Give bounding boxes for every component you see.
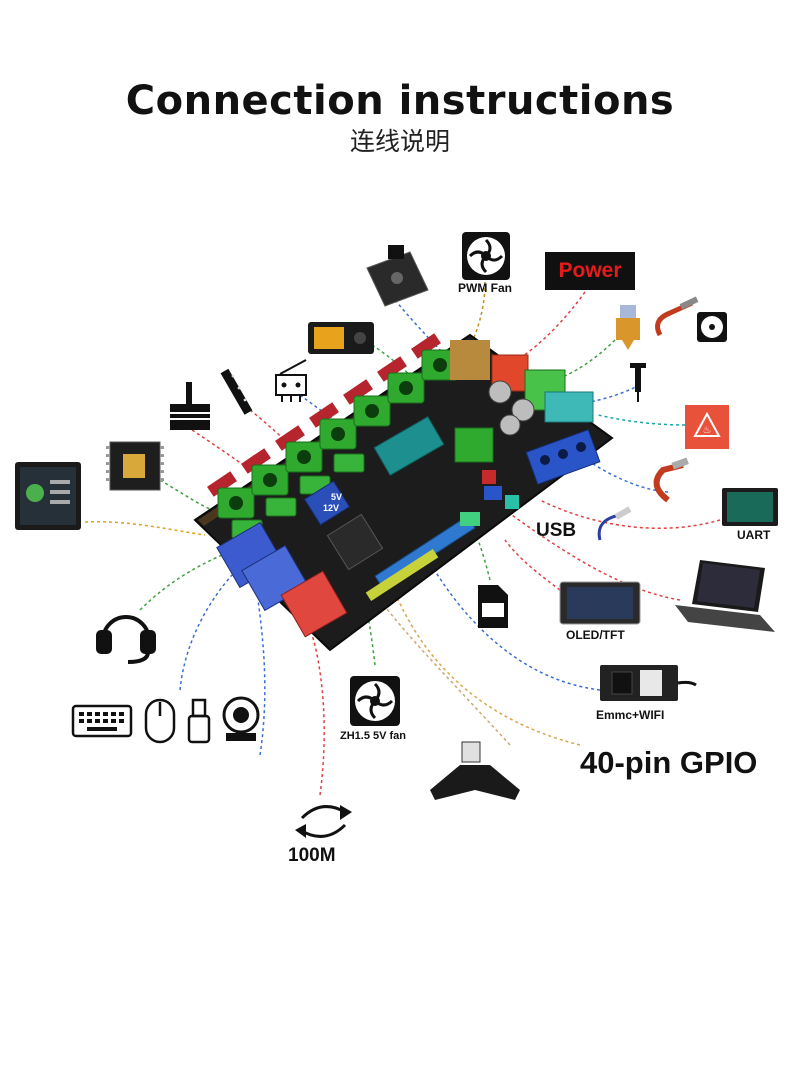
hotend-icon [616, 305, 640, 350]
label-power: Power [545, 252, 635, 290]
keyboard-icon [71, 704, 133, 738]
wire-hotend [559, 339, 616, 379]
wire-driver [159, 479, 213, 511]
sd-card-icon [478, 585, 508, 628]
wire-pwm-fan [464, 281, 486, 361]
zh-fan-icon [350, 676, 400, 726]
stepper-driver-icon [106, 441, 164, 491]
svg-text:♨: ♨ [703, 425, 712, 436]
power-connector-teal [544, 391, 594, 423]
jumper-red [482, 470, 496, 484]
label-uart: UART [737, 528, 771, 542]
heatbed-icon: ♨ [685, 405, 729, 449]
endstop-switch-icon [275, 359, 307, 402]
board-voltage-5v: 5V [331, 492, 342, 502]
usb-cable-icon [597, 506, 632, 541]
blue-screw-terminal [525, 429, 601, 485]
usb-c-port [460, 512, 480, 526]
ethernet-port [280, 570, 348, 638]
wire-usb-peripherals-2 [179, 574, 233, 691]
network-sync-icon [295, 805, 352, 838]
wire-bltouch [379, 599, 511, 746]
mouse-icon [144, 698, 176, 744]
jumper-blue [484, 486, 502, 500]
label-oled-tft: OLED/TFT [566, 628, 625, 642]
voltage-selector [303, 480, 351, 526]
emmc-wifi-icon [600, 665, 697, 701]
webcam-icon [222, 696, 260, 741]
wire-nozzle-probe [191, 429, 266, 481]
bed-thermistor-icon [653, 457, 689, 503]
led-strip-icon [220, 368, 253, 415]
board-voltage-12v: 12V [323, 503, 339, 513]
nozzle-probe-icon [170, 382, 210, 430]
controller-board [193, 333, 614, 652]
hotend-fan-icon [697, 312, 727, 342]
wire-uart [539, 499, 721, 530]
toolhead-board-icon [366, 245, 429, 307]
green-connectors-row2 [231, 453, 365, 539]
label-zh-fan: ZH1.5 5V fan [340, 730, 407, 742]
label-emmc-wifi: Emmc+WIFI [596, 708, 665, 722]
soc-chip [326, 513, 384, 571]
red-connector-strip [207, 333, 441, 497]
tan-connector [450, 340, 490, 380]
uart-display-icon [722, 488, 778, 526]
capacitors [488, 380, 535, 436]
laptop-icon [675, 560, 775, 632]
touchscreen-icon [15, 462, 81, 530]
label-100m: 100M [288, 845, 336, 866]
wire-probe [589, 384, 641, 403]
wire-headset [139, 554, 223, 611]
label-40-pin-gpio: 40-pin GPIO [580, 745, 758, 780]
wire-sdcard [477, 539, 491, 581]
usb-drive-icon [187, 698, 211, 744]
wire-ethernet [311, 634, 325, 796]
wire-power [519, 291, 586, 359]
wire-oled [504, 539, 561, 591]
probe-icon [630, 363, 646, 402]
oled-tft-icon [559, 581, 641, 625]
pin-row [365, 549, 439, 601]
teal-header [373, 415, 445, 477]
page-title: Connection instructions [125, 78, 675, 124]
lcd-module-icon [308, 322, 374, 354]
thermistor-icon [655, 296, 699, 337]
green-terminal-blocks [217, 349, 459, 519]
wire-gpio [389, 579, 581, 746]
probe-board-icon [430, 741, 520, 800]
jumper-teal [505, 495, 519, 509]
wire-display [84, 520, 206, 536]
page-subtitle: 连线说明 [349, 127, 450, 156]
label-usb: USB [536, 520, 577, 541]
green-block-center [454, 427, 494, 463]
label-pwm-fan: PWM Fan [458, 281, 512, 295]
wire-zh-fan [361, 589, 376, 666]
headset-icon [96, 615, 156, 664]
wire-usb-peripherals-1 [257, 599, 266, 756]
wire-heatbed [597, 414, 686, 426]
pwm-fan-icon [462, 232, 510, 280]
